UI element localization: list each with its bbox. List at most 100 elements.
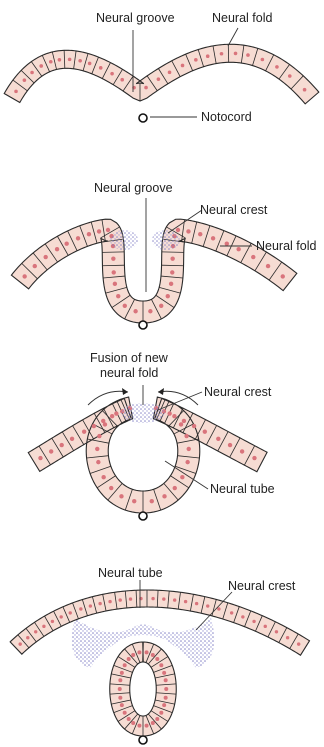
stage4-tube-nucleus: [162, 703, 166, 707]
stage3-nucleus: [187, 447, 191, 451]
stage1-nucleus: [261, 58, 265, 62]
stage3-nucleus: [240, 449, 244, 453]
stage1-nucleus: [110, 72, 114, 76]
stage4-ectoderm-nucleus: [206, 604, 209, 607]
stage3-nucleus: [82, 429, 86, 433]
stage-1-neural-groove: Neural groove Neural fold Notocord: [4, 11, 319, 124]
stage2-nucleus: [87, 232, 91, 236]
stage4-tube-nucleus: [164, 687, 168, 691]
stage1-nucleus: [288, 74, 292, 78]
stage1-nucleus: [68, 58, 72, 62]
stage4-tube-nucleus: [151, 653, 155, 657]
stage2-nucleus: [166, 294, 170, 298]
stage3-nucleus: [228, 443, 232, 447]
stage3-nucleus: [49, 449, 53, 453]
stage4-tube-nucleus: [137, 650, 141, 654]
stage4-ectoderm-nucleus: [195, 602, 198, 605]
stage2-cell-wall: [162, 265, 184, 266]
stage1-nucleus: [30, 71, 34, 75]
stage2-nucleus: [113, 282, 117, 286]
stage1-nucleus: [206, 54, 210, 58]
leader-neural-fold: [228, 28, 238, 46]
stage3-nucleus: [132, 499, 136, 503]
stage1-nucleus: [39, 64, 43, 68]
stage2-nucleus: [266, 264, 270, 268]
stage4-tube-nucleus: [118, 696, 122, 700]
stage4-tube-nucleus: [159, 711, 163, 715]
stage1-nucleus: [88, 62, 92, 66]
stage-4-neural-tube: Neural tube Neural crest: [10, 566, 309, 744]
label-neural-fold-2: Neural fold: [256, 239, 316, 253]
stage2-nucleus: [123, 304, 127, 308]
stage4-ectoderm-nucleus: [129, 597, 132, 600]
stage4-tube-nucleus: [155, 717, 159, 721]
label-fusion-line1: Fusion of new: [90, 351, 169, 365]
stage-3-fusion: Fusion of new neural fold Neural crest N…: [28, 351, 274, 520]
arrow-right-head: [158, 388, 164, 395]
label-neural-fold-1: Neural fold: [212, 11, 272, 25]
stage4-tube-nucleus: [120, 671, 124, 675]
stage2-cell-wall: [162, 252, 184, 253]
stage4-ectoderm-nucleus: [34, 630, 37, 633]
stage-2-deep-groove: Neural groove Neural crest Neural fold: [11, 181, 316, 329]
neural-plate-cells: [4, 44, 319, 104]
stage4-tube-nucleus: [127, 717, 131, 721]
stage4-tube-nucleus: [120, 703, 124, 707]
stage2-nucleus: [55, 247, 59, 251]
stage4-tube-nucleus: [131, 653, 135, 657]
label-notocord: Notocord: [201, 110, 252, 124]
stage4-tube-nucleus: [123, 711, 127, 715]
stage4-tube-nucleus: [118, 687, 122, 691]
stage3-nucleus: [95, 447, 99, 451]
stage4-ectoderm-band: [10, 590, 309, 655]
stage4-tube-nucleus: [164, 696, 168, 700]
stage3-nucleus: [173, 486, 177, 490]
stage3-nucleus: [172, 414, 176, 418]
stage1-nucleus: [58, 58, 62, 62]
stage3-nucleus: [150, 499, 154, 503]
stage4-ectoderm-nucleus: [69, 611, 72, 614]
stage4-tube-nucleus: [164, 678, 168, 682]
stage4-ectoderm-nucleus: [297, 642, 300, 645]
stage3-nucleus: [101, 475, 105, 479]
stage1-nucleus: [144, 86, 148, 90]
stage4-ectoderm-nucleus: [18, 642, 21, 645]
label-neural-groove-2: Neural groove: [94, 181, 173, 195]
stage4-ectoderm-nucleus: [162, 597, 165, 600]
stage2-nucleus: [133, 309, 137, 313]
stage4-tube-nucleus: [123, 663, 127, 667]
stage2-nucleus: [251, 255, 255, 259]
stage3-nucleus: [185, 460, 189, 464]
stage3-nucleus: [70, 437, 74, 441]
stage1-nucleus: [194, 58, 198, 62]
stage4-ectoderm-nucleus: [184, 600, 187, 603]
stage2-nucleus: [64, 242, 68, 246]
stage3-nucleus: [97, 434, 101, 438]
notocord-3: [139, 512, 147, 520]
stage4-ectoderm-nucleus: [51, 620, 54, 623]
stage2-nucleus: [76, 236, 80, 240]
label-neural-groove-1: Neural groove: [96, 11, 175, 25]
stage2-nucleus: [169, 282, 173, 286]
stage4-ectoderm-nucleus: [42, 625, 45, 628]
arrow-left-head: [122, 388, 128, 395]
stage4-ectoderm-nucleus: [241, 615, 244, 618]
neural-crest-3: [121, 403, 165, 423]
label-neural-tube-3: Neural tube: [210, 482, 275, 496]
stage1-nucleus: [120, 78, 124, 82]
tube-and-ectoderm-cells: [10, 590, 309, 736]
notocord-2: [139, 321, 147, 329]
stage3-nucleus: [114, 411, 118, 415]
stage3-nucleus: [96, 460, 100, 464]
stage3-nucleus: [103, 422, 107, 426]
label-neural-tube-4: Neural tube: [98, 566, 163, 580]
stage2-nucleus: [281, 274, 285, 278]
stage1-nucleus: [234, 52, 238, 56]
stage3-nucleus: [110, 414, 114, 418]
stage2-nucleus: [97, 229, 101, 233]
stage4-tube-nucleus: [137, 724, 141, 728]
stage1-nucleus: [157, 77, 161, 81]
stage2-nucleus: [225, 242, 229, 246]
notocord-4: [139, 736, 147, 744]
